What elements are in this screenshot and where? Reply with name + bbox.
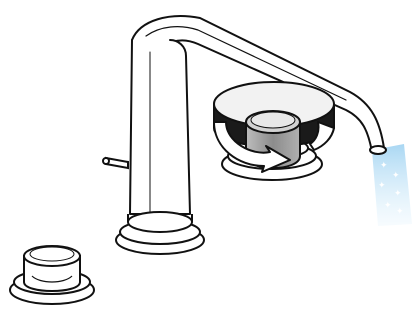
water-stream-icon: ✦ ✦ ✦ ✦ ✦ ✦ (372, 144, 412, 226)
svg-text:✦: ✦ (380, 161, 388, 171)
drain-lever (103, 158, 128, 168)
svg-text:✦: ✦ (392, 171, 400, 181)
left-handle (10, 246, 94, 304)
svg-text:✦: ✦ (384, 201, 392, 211)
svg-text:✦: ✦ (394, 189, 402, 199)
svg-text:✦: ✦ (396, 207, 404, 217)
faucet-base (116, 212, 204, 254)
svg-text:✦: ✦ (378, 181, 386, 191)
